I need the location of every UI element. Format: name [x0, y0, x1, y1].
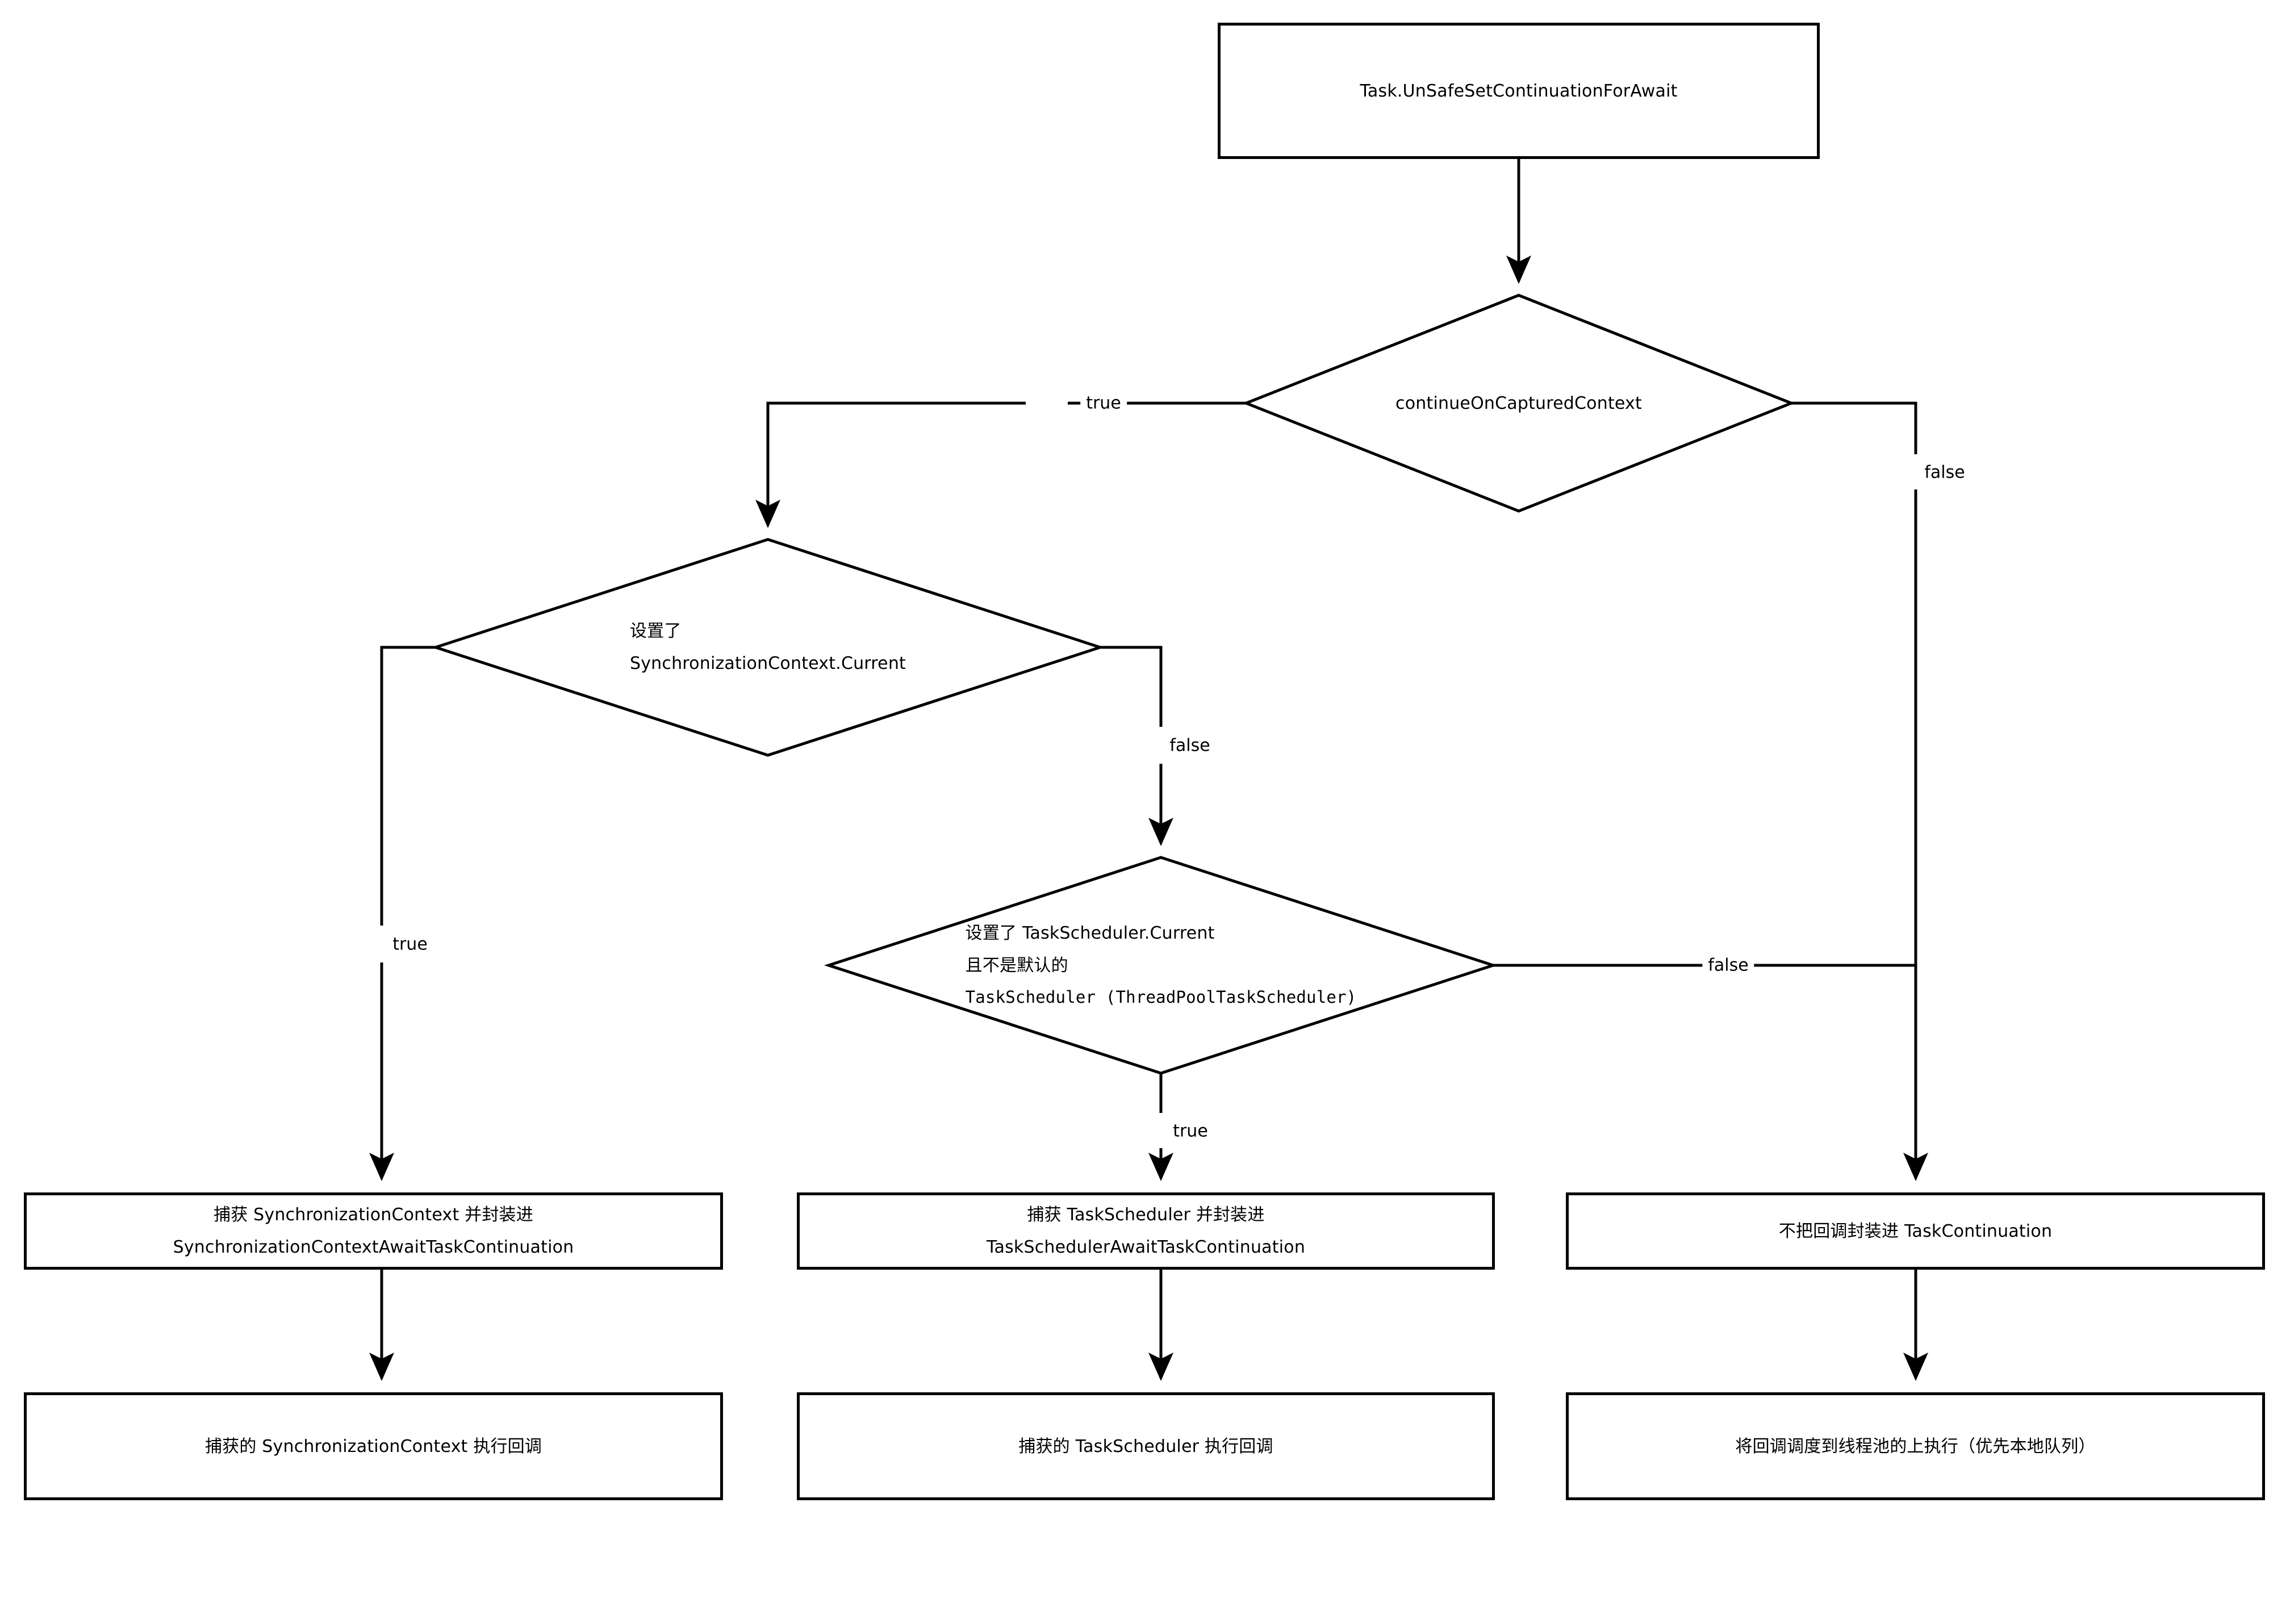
edge-label-sync-true: true — [387, 934, 433, 955]
node-start[interactable]: Task.UnSafeSetContinuationForAwait — [1218, 23, 1820, 159]
edge-label-sched-false: false — [1702, 955, 1754, 976]
shape-diamond-sync — [431, 538, 1105, 757]
edge-label-coc-true: true — [1080, 392, 1127, 414]
node-action-no-wrap[interactable]: 不把回调封装进 TaskContinuation — [1566, 1192, 2265, 1270]
node-action-capture-sync-context[interactable]: 捕获 SynchronizationContext 并封装进 Synchroni… — [24, 1192, 723, 1270]
node-action-no-wrap-label: 不把回调封装进 TaskContinuation — [1778, 1221, 2053, 1241]
edge-coc-false-seg1 — [1791, 401, 1917, 454]
node-result-sync-context[interactable]: 捕获的 SynchronizationContext 执行回调 — [24, 1392, 723, 1500]
node-decision-scheduler-line1: 设置了 TaskScheduler.Current — [965, 923, 1215, 944]
node-result-thread-pool-label: 将回调调度到线程池的上执行（优先本地队列） — [1735, 1436, 2096, 1456]
edge-label-sched-true: true — [1167, 1120, 1214, 1142]
node-result-sync-context-label: 捕获的 SynchronizationContext 执行回调 — [204, 1436, 542, 1456]
node-decision-scheduler-line3: TaskScheduler (ThreadPoolTaskScheduler) — [965, 987, 1357, 1007]
edge-label-coc-false: false — [1919, 462, 1971, 483]
node-decision-coc-label: continueOnCapturedContext — [1395, 393, 1642, 413]
edge-sync-false-seg1 — [1100, 646, 1163, 727]
node-action-capture-sync-context-label: 捕获 SynchronizationContext 并封装进 Synchroni… — [173, 1205, 574, 1257]
node-decision-task-scheduler[interactable]: 设置了 TaskScheduler.Current 且不是默认的 TaskSch… — [829, 857, 1493, 1073]
node-result-thread-pool[interactable]: 将回调调度到线程池的上执行（优先本地队列） — [1566, 1392, 2265, 1500]
node-start-label: Task.UnSafeSetContinuationForAwait — [1360, 81, 1678, 101]
edge-label-sync-false: false — [1164, 735, 1216, 756]
node-result-task-scheduler[interactable]: 捕获的 TaskScheduler 执行回调 — [797, 1392, 1495, 1500]
shape-diamond-coc — [1242, 294, 1795, 513]
node-decision-scheduler-line2: 且不是默认的 — [965, 956, 1068, 976]
edge-sync-true-seg1 — [380, 646, 436, 926]
node-decision-continue-on-captured-context[interactable]: continueOnCapturedContext — [1246, 295, 1791, 511]
node-result-task-scheduler-label: 捕获的 TaskScheduler 执行回调 — [1018, 1436, 1273, 1456]
node-action-capture-task-scheduler[interactable]: 捕获 TaskScheduler 并封装进 TaskSchedulerAwait… — [797, 1192, 1495, 1270]
node-decision-sync-label: 设置了 SynchronizationContext.Current — [629, 621, 906, 673]
edge-coc-true-seg2 — [755, 401, 1026, 528]
node-decision-synchronization-context[interactable]: 设置了 SynchronizationContext.Current — [436, 539, 1100, 755]
node-action-capture-task-scheduler-label: 捕获 TaskScheduler 并封装进 TaskSchedulerAwait… — [986, 1205, 1306, 1257]
